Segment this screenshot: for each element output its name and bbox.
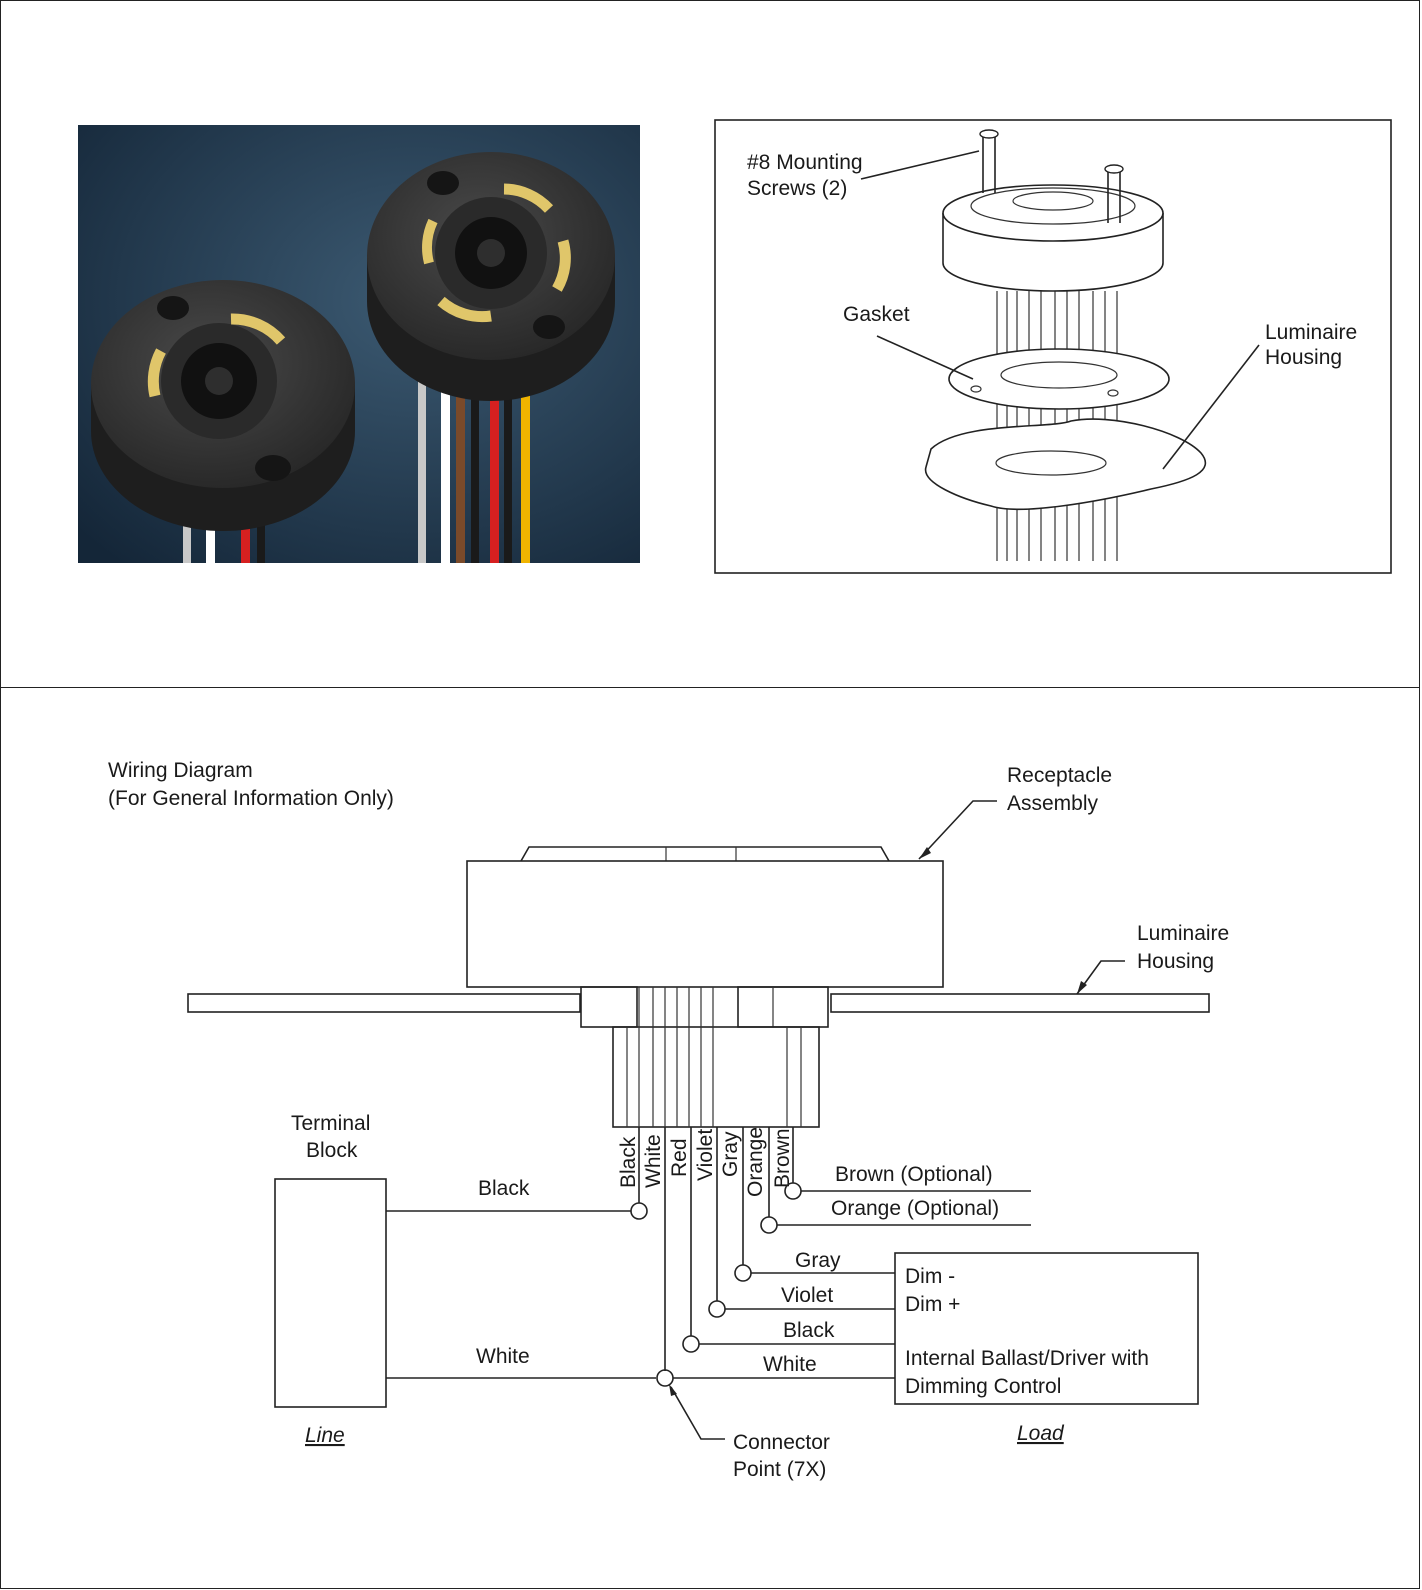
line-black-label: Black — [478, 1177, 530, 1200]
wire-runs — [386, 1127, 1031, 1379]
wire-label-violet: Violet — [694, 1129, 717, 1181]
load-box — [894, 1252, 1199, 1405]
assembly-drawing: #8 Mounting Screws (2) Gasket Luminaire … — [714, 119, 1392, 574]
wiring-housing-label-2: Housing — [1137, 950, 1214, 973]
wire-label-black: Black — [617, 1136, 640, 1188]
wire-label-brown: Brown — [771, 1128, 794, 1188]
top-panel: #8 Mounting Screws (2) Gasket Luminaire … — [0, 0, 1420, 688]
assembly-receptacle — [942, 184, 1164, 292]
wire-labels: Black White Red Violet Gray Orange Brown — [617, 1127, 794, 1197]
housing-plate — [924, 418, 1207, 511]
mounting-screws-label-2: Screws (2) — [747, 177, 847, 200]
dim-minus-label: Dim - — [905, 1265, 955, 1288]
load-black-label: Black — [783, 1319, 835, 1342]
line-white-label: White — [476, 1345, 530, 1368]
ballast-label-2: Dimming Control — [905, 1375, 1061, 1398]
dim-plus-label: Dim + — [905, 1293, 960, 1316]
assembly-frame — [714, 119, 1392, 574]
assembly-housing-label-1: Luminaire — [1265, 321, 1357, 344]
wiring-diagram: Wiring Diagram (For General Information … — [108, 759, 1229, 1481]
load-violet-label: Violet — [781, 1284, 833, 1307]
receptacle-photo — [78, 125, 640, 563]
gasket-label: Gasket — [843, 303, 910, 326]
load-gray-label: Gray — [795, 1249, 841, 1272]
assembly-housing-label-2: Housing — [1265, 346, 1342, 369]
wiring-housing-label-1: Luminaire — [1137, 922, 1229, 945]
front-receptacle-wires — [183, 521, 265, 563]
receptacle-label-2: Assembly — [1007, 792, 1099, 815]
connector-points — [630, 1182, 802, 1387]
receptacle-label-1: Receptacle — [1007, 764, 1112, 787]
top-panel-graphics: #8 Mounting Screws (2) Gasket Luminaire … — [78, 119, 1392, 574]
wire-label-orange: Orange — [744, 1127, 767, 1197]
connector-label-1: Connector — [733, 1431, 830, 1454]
receptacle-assembly-drawing — [187, 800, 1210, 1128]
gasket — [948, 348, 1170, 410]
mounting-screws — [979, 129, 1124, 223]
ballast-label-1: Internal Ballast/Driver with — [905, 1347, 1149, 1370]
load-label: Load — [1017, 1422, 1065, 1445]
bottom-panel: Wiring Diagram (For General Information … — [0, 687, 1420, 1589]
connector-label-2: Point (7X) — [733, 1458, 826, 1481]
back-receptacle — [367, 152, 615, 401]
orange-optional-label: Orange (Optional) — [831, 1197, 999, 1220]
connector-leader — [670, 1386, 725, 1440]
brown-optional-label: Brown (Optional) — [835, 1163, 993, 1186]
load-white-label: White — [763, 1353, 817, 1376]
wiring-title-2: (For General Information Only) — [108, 787, 394, 810]
back-receptacle-wires — [418, 381, 530, 563]
wire-label-white: White — [642, 1134, 665, 1188]
wire-label-gray: Gray — [719, 1131, 742, 1177]
terminal-label-1: Terminal — [291, 1112, 370, 1135]
line-label: Line — [305, 1424, 345, 1447]
wiring-title-1: Wiring Diagram — [108, 759, 253, 782]
terminal-block — [274, 1178, 387, 1408]
terminal-label-2: Block — [306, 1139, 358, 1162]
wire-label-red: Red — [668, 1138, 691, 1177]
front-receptacle — [91, 280, 355, 531]
mounting-screws-label-1: #8 Mounting — [747, 151, 863, 174]
